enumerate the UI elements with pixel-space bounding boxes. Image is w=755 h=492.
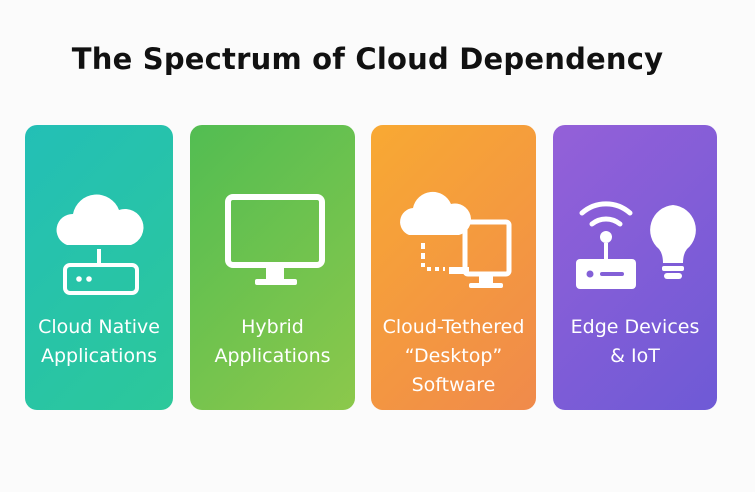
card-cloud-tethered: Cloud-Tethered “Desktop” Software	[371, 125, 536, 410]
label-line: Hybrid	[241, 316, 304, 338]
page-title: The Spectrum of Cloud Dependency	[71, 42, 664, 76]
router-lightbulb-icon	[553, 185, 717, 295]
card-cloud-native: Cloud Native Applications	[25, 125, 173, 410]
cloud-monitor-icon	[371, 185, 536, 295]
card-label: Hybrid Applications	[190, 313, 355, 371]
label-line: “Desktop”	[404, 345, 503, 367]
card-hybrid: Hybrid Applications	[190, 125, 355, 410]
card-label: Cloud-Tethered “Desktop” Software	[371, 313, 536, 400]
card-label: Cloud Native Applications	[25, 313, 173, 371]
monitor-icon	[190, 185, 355, 295]
card-label: Edge Devices & IoT	[553, 313, 717, 371]
label-line: Applications	[40, 345, 158, 367]
cloud-router-icon	[25, 185, 173, 295]
label-line: & IoT	[610, 345, 660, 367]
label-line: Cloud Native	[38, 316, 160, 338]
label-line: Software	[411, 374, 496, 396]
label-line: Applications	[214, 345, 331, 367]
label-line: Cloud-Tethered	[382, 316, 525, 338]
card-edge-iot: Edge Devices & IoT	[553, 125, 717, 410]
label-line: Edge Devices	[570, 316, 700, 338]
